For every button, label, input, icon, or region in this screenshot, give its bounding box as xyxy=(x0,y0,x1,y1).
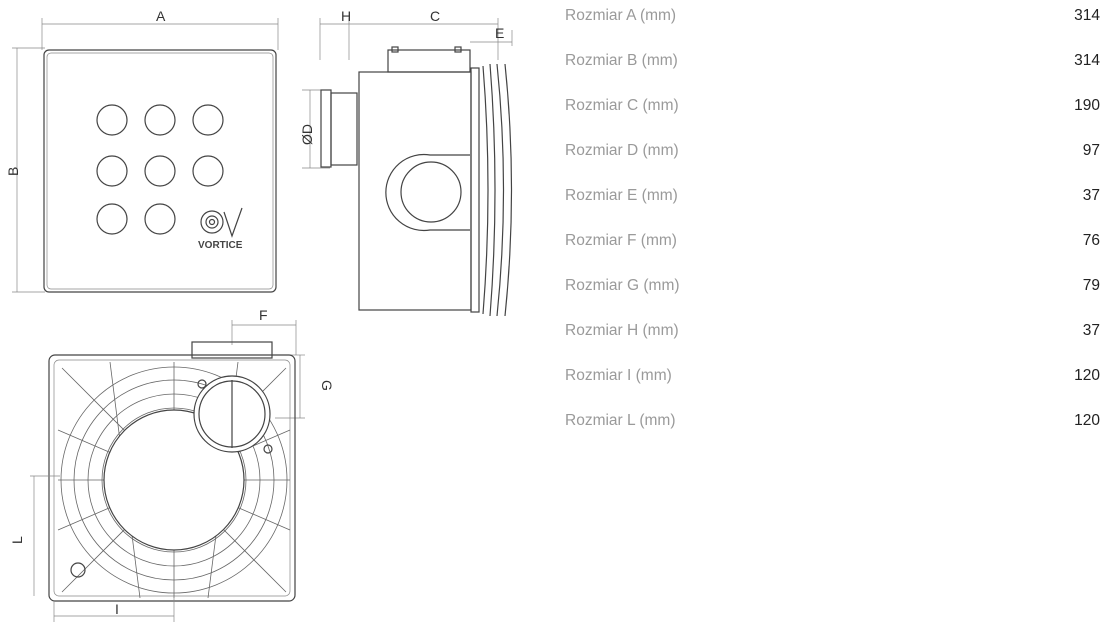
spec-label: Rozmiar I (mm) xyxy=(565,367,672,384)
spec-row-g: Rozmiar G (mm) 79 xyxy=(565,271,1100,301)
spec-label: Rozmiar D (mm) xyxy=(565,142,679,159)
spec-value: 37 xyxy=(1082,187,1100,204)
dim-label-g: G xyxy=(319,380,335,391)
spec-value: 120 xyxy=(1074,412,1100,429)
spec-row-c: Rozmiar C (mm) 190 xyxy=(565,91,1100,121)
spec-value: 37 xyxy=(1082,322,1100,339)
dim-label-h: H xyxy=(341,8,351,24)
spec-label: Rozmiar E (mm) xyxy=(565,187,678,204)
spec-label: Rozmiar L (mm) xyxy=(565,412,676,429)
front-view: A B VORTICE xyxy=(5,8,279,293)
dim-label-e: E xyxy=(495,25,504,41)
spec-label: Rozmiar F (mm) xyxy=(565,232,677,249)
spec-label: Rozmiar B (mm) xyxy=(565,52,678,69)
spec-row-a: Rozmiar A (mm) 314 xyxy=(565,1,1100,31)
spec-row-f: Rozmiar F (mm) 76 xyxy=(565,226,1100,256)
spec-value: 76 xyxy=(1082,232,1100,249)
spec-value: 120 xyxy=(1074,367,1100,384)
dim-label-c: C xyxy=(430,8,440,24)
logo-text: VORTICE xyxy=(198,240,243,251)
spec-label: Rozmiar C (mm) xyxy=(565,97,679,114)
spec-label: Rozmiar G (mm) xyxy=(565,277,680,294)
spec-value: 97 xyxy=(1082,142,1100,159)
spec-row-l: Rozmiar L (mm) 120 xyxy=(565,406,1100,436)
spec-row-b: Rozmiar B (mm) 314 xyxy=(565,46,1100,76)
vortice-logo: VORTICE xyxy=(198,207,243,251)
rear-view: F G L I xyxy=(9,307,335,622)
spec-label: Rozmiar H (mm) xyxy=(565,322,679,339)
spec-row-d: Rozmiar D (mm) 97 xyxy=(565,136,1100,166)
spec-label: Rozmiar A (mm) xyxy=(565,7,677,24)
dim-label-a: A xyxy=(156,8,166,24)
dim-label-i: I xyxy=(115,601,119,617)
spec-row-e: Rozmiar E (mm) 37 xyxy=(565,181,1100,211)
spec-row-i: Rozmiar I (mm) 120 xyxy=(565,361,1100,391)
spec-value: 79 xyxy=(1082,277,1100,294)
spec-value: 314 xyxy=(1074,7,1100,24)
dim-label-l: L xyxy=(9,536,25,544)
spec-value: 190 xyxy=(1074,97,1100,114)
dim-label-d: ØD xyxy=(299,124,315,145)
spec-row-h: Rozmiar H (mm) 37 xyxy=(565,316,1100,346)
button-grid xyxy=(96,104,224,235)
dim-label-b: B xyxy=(5,167,21,176)
dim-label-f: F xyxy=(259,307,268,323)
technical-drawing: A B VORTICE H C E ØD xyxy=(5,8,513,622)
spec-value: 314 xyxy=(1074,52,1100,69)
side-view: H C E ØD xyxy=(299,8,513,317)
